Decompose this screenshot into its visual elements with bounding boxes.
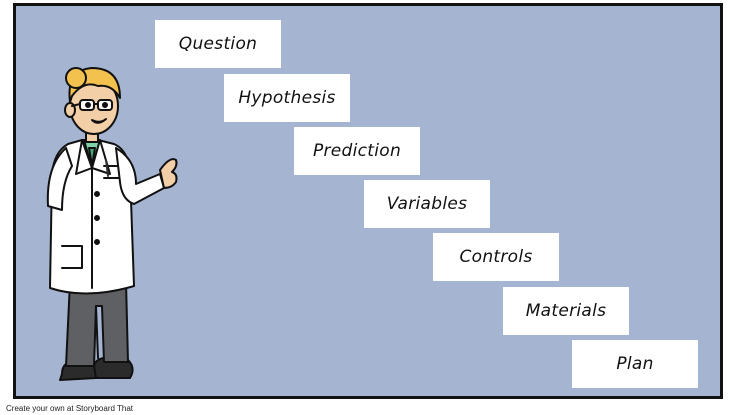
step-plan: Plan: [572, 340, 698, 388]
credit-text: Create your own at Storyboard That: [6, 404, 134, 413]
step-materials: Materials: [503, 287, 629, 335]
step-question: Question: [155, 20, 281, 68]
scientist-character-icon: [46, 67, 178, 381]
step-hypothesis: Hypothesis: [224, 74, 350, 122]
step-prediction: Prediction: [294, 127, 420, 175]
step-variables: Variables: [364, 180, 490, 228]
step-controls: Controls: [433, 233, 559, 281]
storyboard-panel: Question Hypothesis Prediction Variables…: [13, 3, 723, 399]
